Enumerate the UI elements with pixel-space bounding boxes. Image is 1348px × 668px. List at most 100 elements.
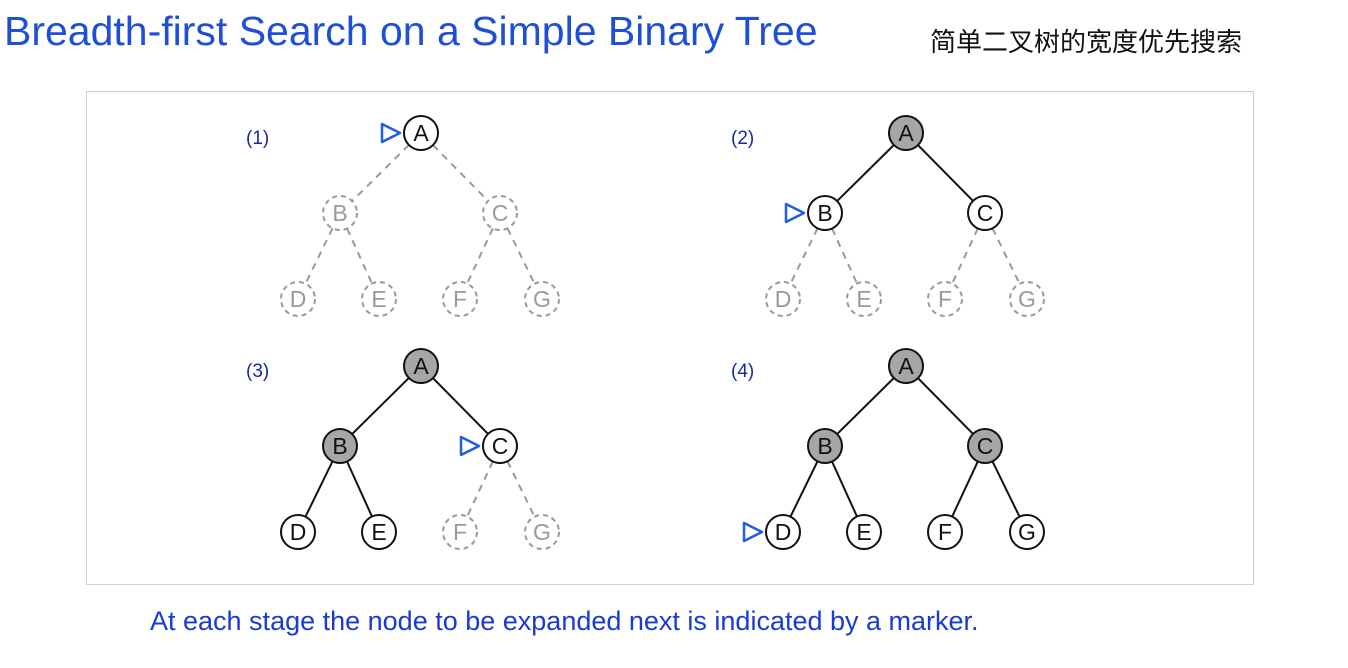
node-circle [280,514,316,550]
node-circle [442,514,478,550]
edge-A-B [351,377,410,435]
node-label: D [290,519,307,545]
node-A: A [888,348,924,384]
node-circle [846,281,882,317]
next-expansion-marker-icon [784,202,806,224]
node-label: E [371,286,386,312]
node-label: B [817,200,832,226]
node-D: D [280,514,316,550]
node-circle [765,281,801,317]
node-F: F [927,514,963,550]
node-circle [1009,281,1045,317]
edge-B-D [789,227,819,285]
edge-B-D [789,460,819,518]
node-label: C [977,433,994,459]
node-label: D [775,519,792,545]
page-title: Breadth-first Search on a Simple Binary … [4,8,818,54]
node-circle [888,348,924,384]
node-label: C [492,200,509,226]
node-label: G [533,519,551,545]
stage-1: (1) A B C D E F G [246,115,560,317]
stage-label: (3) [246,361,269,382]
edge-C-G [506,460,536,518]
node-E: E [846,514,882,550]
node-label: F [453,286,467,312]
edge-C-G [991,460,1021,518]
node-D: D [765,281,801,317]
node-A: A [403,115,439,151]
node-circle [807,428,843,464]
edge-C-F [466,227,494,285]
node-D: D [280,281,316,317]
node-circle [807,195,843,231]
stage-label: (2) [731,128,754,149]
node-label: G [1018,286,1036,312]
node-label: A [413,353,429,379]
stage-3: (3) A B C D E F G [246,348,560,550]
node-C: C [967,195,1003,231]
node-label: F [938,519,952,545]
edge-C-F [951,227,979,285]
node-label: G [1018,519,1036,545]
node-F: F [442,281,478,317]
node-circle [403,348,439,384]
node-circle [361,514,397,550]
node-circle [967,195,1003,231]
node-C: C [482,195,518,231]
node-circle [888,115,924,151]
node-label: B [332,200,347,226]
node-label: C [492,433,509,459]
edge-C-F [466,460,494,518]
node-label: A [413,120,429,146]
node-circle [1009,514,1045,550]
node-C: C [482,428,518,464]
edge-A-C [917,144,974,202]
edge-C-G [506,227,536,285]
edge-B-E [831,228,858,284]
next-expansion-marker-icon [459,435,481,457]
node-circle [322,428,358,464]
node-circle [403,115,439,151]
node-circle [967,428,1003,464]
node-label: B [817,433,832,459]
node-circle [927,281,963,317]
edge-B-E [346,228,373,284]
node-C: C [967,428,1003,464]
node-label: F [453,519,467,545]
next-expansion-marker-icon [380,122,402,144]
node-label: E [856,519,871,545]
node-circle [482,195,518,231]
node-label: B [332,433,347,459]
node-label: D [775,286,792,312]
node-circle [280,281,316,317]
edge-A-C [917,377,974,435]
node-B: B [807,195,843,231]
edge-A-C [432,377,489,435]
node-circle [361,281,397,317]
caption: At each stage the node to be expanded ne… [150,606,979,636]
node-circle [765,514,801,550]
edge-B-E [346,461,373,517]
node-circle [482,428,518,464]
stage-label: (1) [246,128,269,149]
edge-C-F [951,460,979,518]
edge-A-C [432,144,489,202]
node-circle [846,514,882,550]
node-E: E [361,514,397,550]
edge-A-B [836,377,895,435]
node-circle [524,514,560,550]
node-F: F [442,514,478,550]
node-label: G [533,286,551,312]
node-G: G [1009,514,1045,550]
node-label: A [898,353,914,379]
edge-B-E [831,461,858,517]
edge-C-G [991,227,1021,285]
node-circle [322,195,358,231]
node-circle [524,281,560,317]
node-label: E [371,519,386,545]
node-E: E [361,281,397,317]
node-F: F [927,281,963,317]
